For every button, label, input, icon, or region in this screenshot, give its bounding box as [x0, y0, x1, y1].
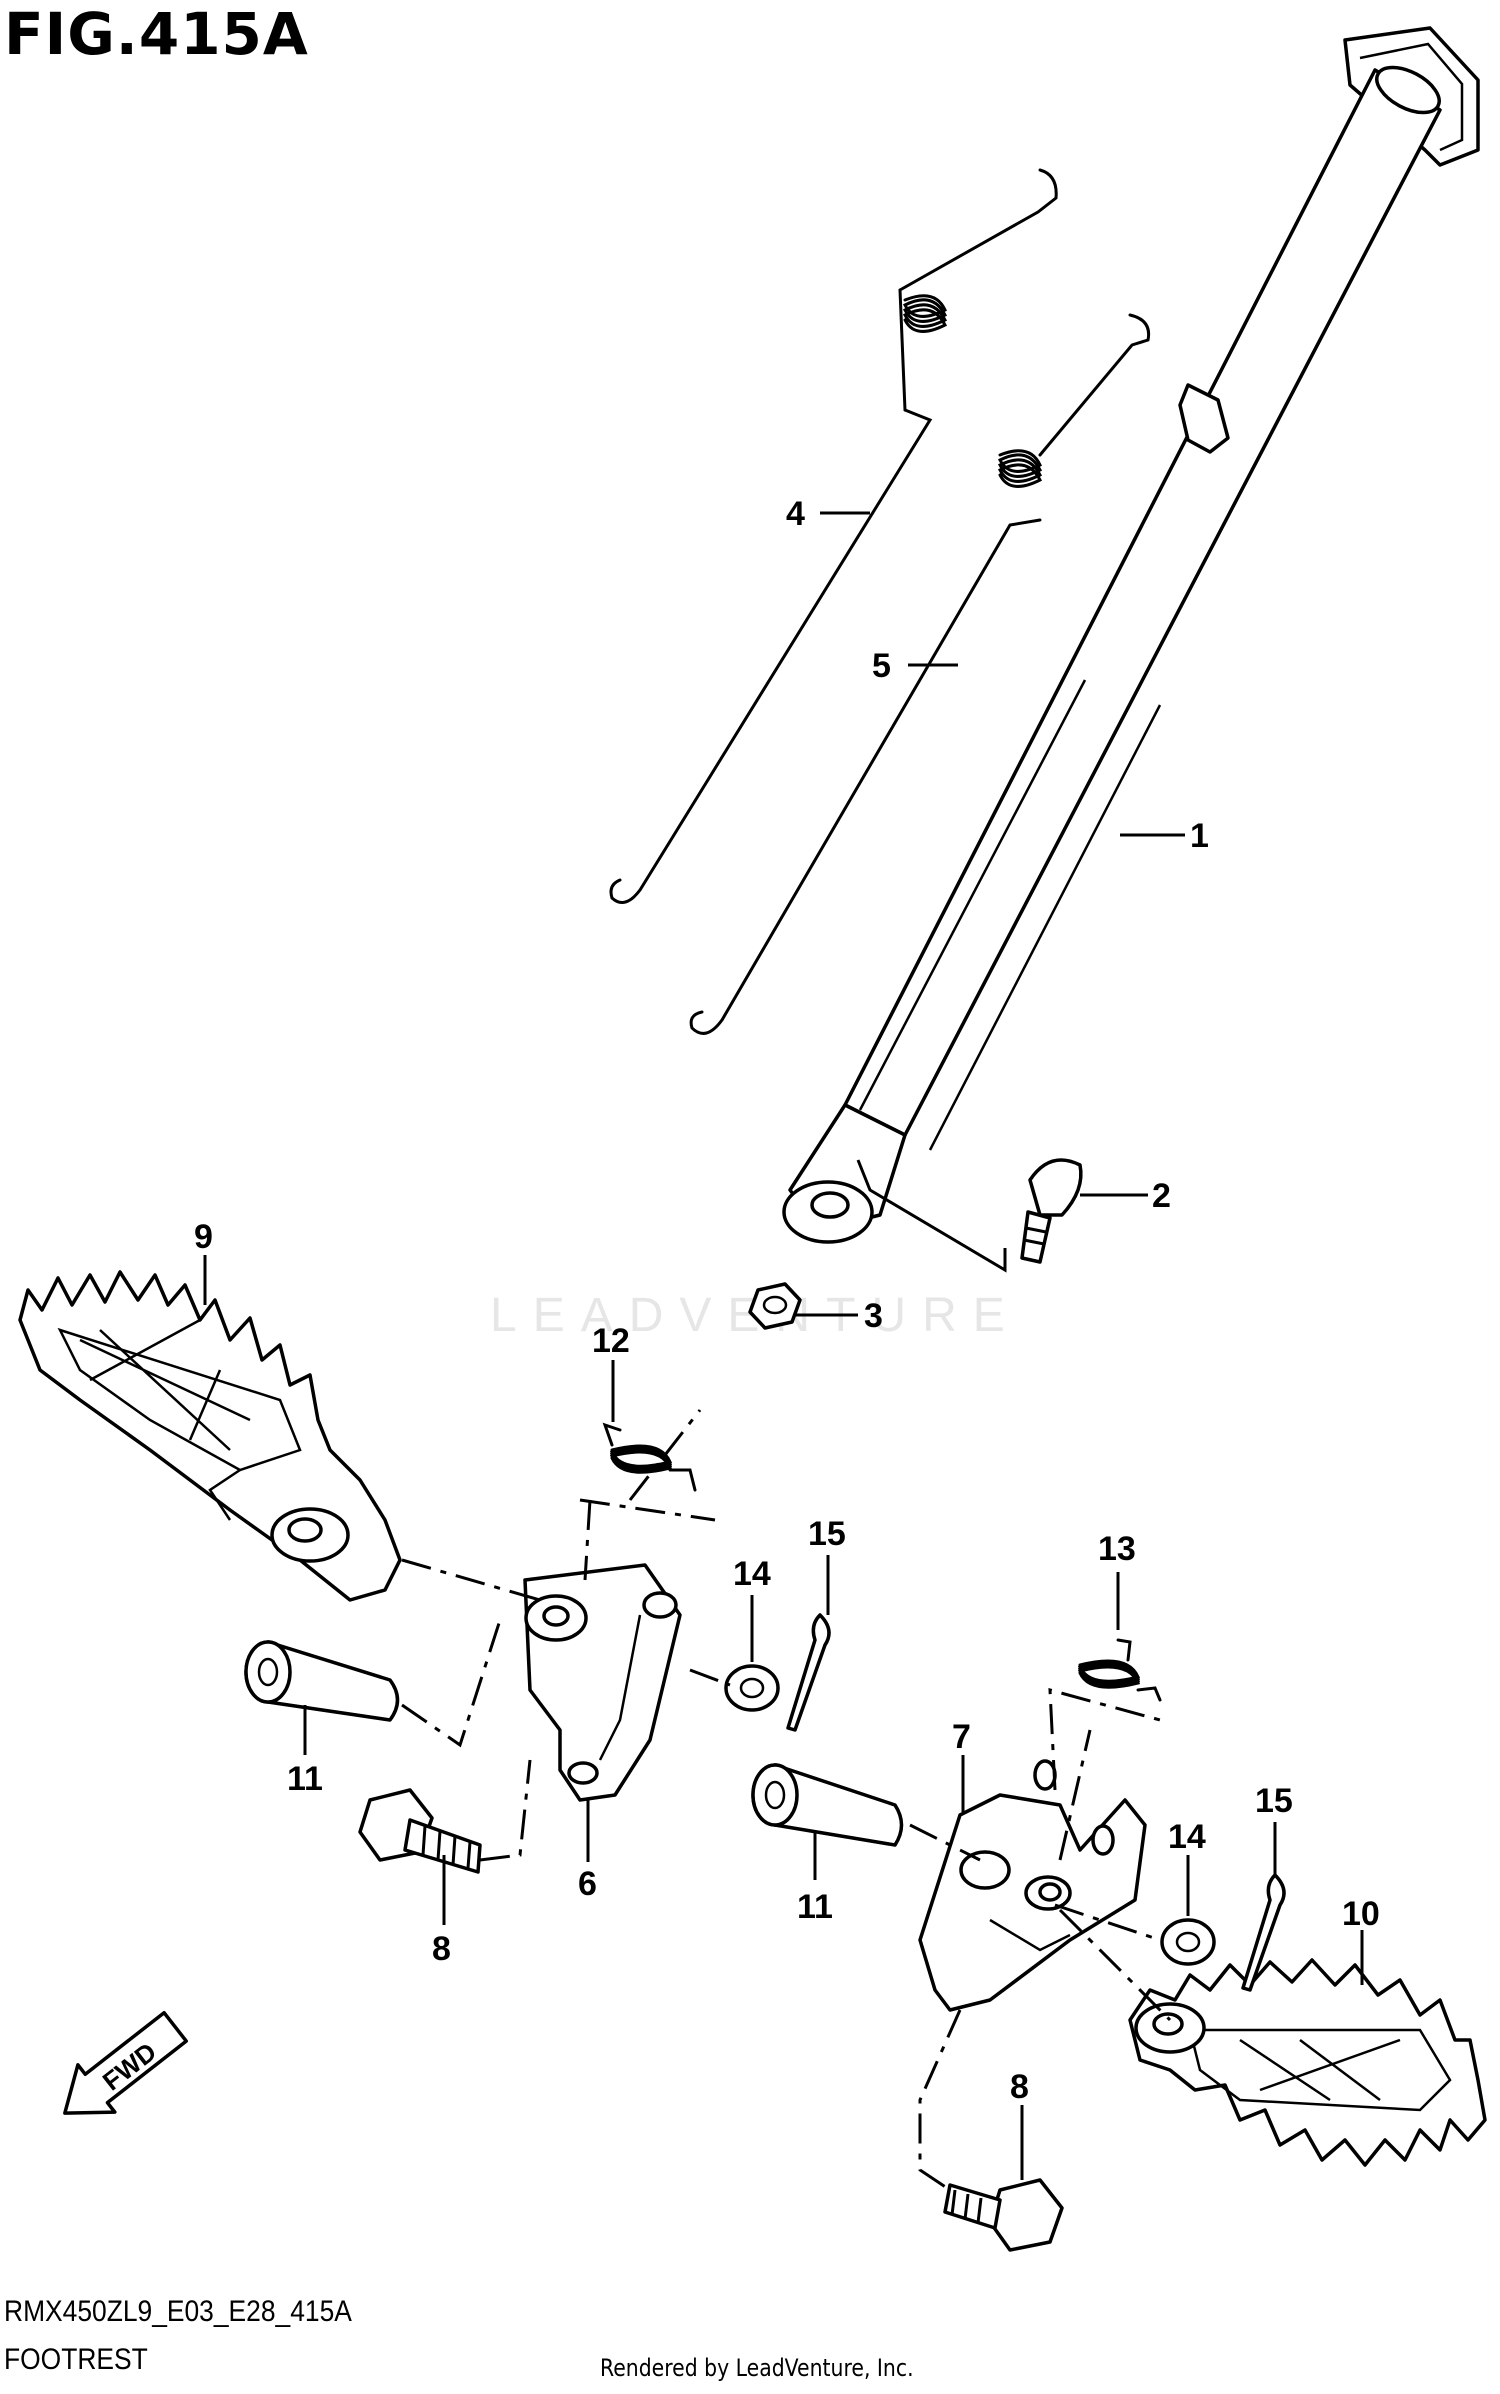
callout-10: 10 [1342, 1895, 1380, 1933]
callout-9: 9 [194, 1218, 213, 1256]
callout-15-right: 15 [1255, 1782, 1293, 1820]
spring-part-4[interactable] [609, 168, 1058, 904]
figure-title: FIG.415A [4, 0, 309, 68]
callout-14-left: 14 [733, 1555, 771, 1593]
callout-11-right: 11 [797, 1888, 833, 1926]
spring-part-13[interactable] [1077, 1638, 1162, 1702]
bracket-part-7[interactable] [918, 1759, 1147, 2012]
callout-13: 13 [1098, 1530, 1136, 1568]
callout-5: 5 [872, 647, 891, 685]
cotter-pin-part-15-left[interactable] [786, 1613, 831, 1732]
washer-part-14-left[interactable] [724, 1664, 780, 1712]
callout-7: 7 [952, 1718, 971, 1756]
watermark-text: LEADVENTURE [490, 1288, 1021, 1343]
callout-4: 4 [786, 495, 805, 533]
fwd-arrow-icon: FWD [63, 2010, 188, 2115]
callout-8-right: 8 [1010, 2068, 1029, 2106]
callout-12: 12 [592, 1322, 630, 1360]
pin-part-11-left[interactable] [244, 1640, 400, 1722]
nut-part-3[interactable] [748, 1282, 802, 1330]
callout-8-left: 8 [432, 1930, 451, 1968]
callout-2: 2 [1152, 1177, 1171, 1215]
bracket-part-6[interactable] [523, 1563, 682, 1802]
bolt-part-8-right[interactable] [943, 2178, 1064, 2252]
side-stand-part[interactable] [782, 26, 1480, 1244]
section-title: FOOTREST [4, 2343, 148, 2376]
footrest-part-10[interactable] [1128, 1958, 1487, 2167]
credit-text: Rendered by LeadVenture, Inc. [600, 2354, 914, 2382]
callout-14-right: 14 [1168, 1818, 1206, 1856]
callout-1: 1 [1190, 817, 1209, 855]
cotter-pin-part-15-right[interactable] [1241, 1873, 1286, 1992]
model-code: RMX450ZL9_E03_E28_415A [4, 2295, 352, 2328]
spring-part-12[interactable] [602, 1422, 697, 1492]
callout-15-left: 15 [808, 1515, 846, 1553]
bolt-part-2[interactable] [1020, 1158, 1083, 1264]
callout-3: 3 [864, 1297, 883, 1335]
pin-part-11-right[interactable] [751, 1763, 904, 1847]
footrest-part-9[interactable] [18, 1270, 402, 1602]
bolt-part-8-left[interactable] [358, 1788, 482, 1874]
spring-part-5[interactable] [689, 313, 1151, 1035]
washer-part-14-right[interactable] [1160, 1918, 1216, 1966]
callout-6: 6 [578, 1865, 597, 1903]
callout-11-left: 11 [287, 1760, 323, 1798]
